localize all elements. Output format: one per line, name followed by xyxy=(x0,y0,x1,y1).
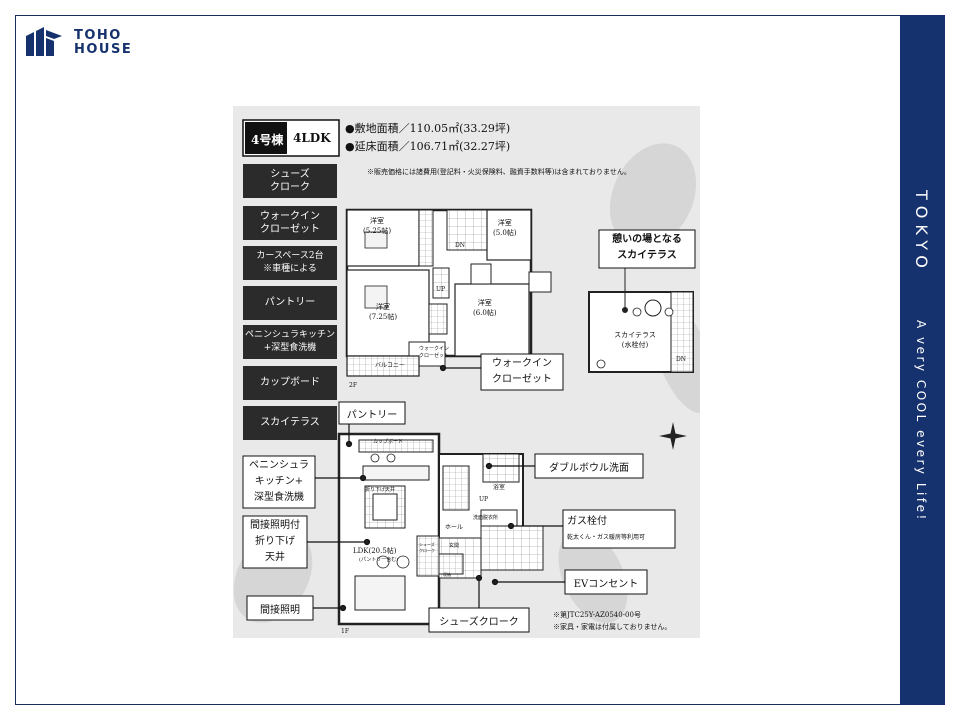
callout-gas: ガス栓付 xyxy=(567,516,607,527)
site-area: ●敷地面積／110.05㎡(33.29坪) xyxy=(345,122,511,135)
stairs-dn-2f: DN xyxy=(455,242,466,249)
feature-boxes xyxy=(243,164,337,440)
shoes-closet-1f: シューズ クローク xyxy=(419,542,435,553)
floor2-plan xyxy=(345,208,552,377)
callout-boxes xyxy=(242,229,696,633)
callout-kitchen: ペニンシュラ キッチン+ 深型食洗機 xyxy=(249,460,309,503)
logo-line2: HOUSE xyxy=(74,42,133,57)
callout-indirect: 間接照明 xyxy=(260,605,300,616)
dressing-label: 洗面脱衣所 xyxy=(473,515,499,521)
skyterrace-label: スカイテラス (水栓付) xyxy=(614,331,656,349)
price-note: ※販売価格には諸費用(登記料・火災保険料、融資手数料等)は含まれておりません。 xyxy=(367,168,631,176)
feature-skyterrace: スカイテラス xyxy=(260,417,320,428)
floor-plan: 4号棟 4LDK ●敷地面積／110.05㎡(33.29坪) ●延床面積／106… xyxy=(233,106,700,638)
sidebar xyxy=(900,15,945,705)
ldk-sub-label: (パントリー含む) xyxy=(359,557,399,563)
sidebar-tagline: A very COOL every Life! xyxy=(914,320,928,522)
logo-mark-icon xyxy=(26,27,62,56)
entrance-label: 玄関 xyxy=(449,543,460,549)
callout-indirect-ceiling: 間接照明付 折り下げ 天井 xyxy=(250,520,300,563)
feature-shoes-closet: シューズ クローク xyxy=(270,169,310,193)
callout-double-bowl: ダブルボウル洗面 xyxy=(549,463,629,474)
ldk-label: LDK(20.5帖) xyxy=(353,547,397,555)
feature-pantry: パントリー xyxy=(264,297,316,308)
walkin-closet-2f: ウォークイン クローゼット xyxy=(419,346,450,359)
floor2-label: 2F xyxy=(349,382,357,389)
callout-ev: EVコンセント xyxy=(573,579,639,590)
layout-type: 4LDK xyxy=(293,131,331,145)
logo-line1: TOHO xyxy=(74,28,122,43)
callout-gas-note: 乾太くん・ガス暖房等利用可 xyxy=(567,534,646,541)
skyterrace-dn: DN xyxy=(676,356,687,363)
stairs-up-2f: UP xyxy=(436,286,446,293)
footnote-1: ※第JTC25Y-AZ0540-00号 xyxy=(553,611,641,619)
callout-leaders xyxy=(307,364,565,612)
lot-badge xyxy=(242,119,340,157)
feature-walkin-closet: ウォークイン クローゼット xyxy=(260,211,320,235)
sidebar-city: TOKYO xyxy=(912,190,931,274)
room-2f-4: 洋室 (6.0帖) xyxy=(473,299,497,317)
feature-peninsula-kitchen: ペニンシュラキッチン +深型食洗機 xyxy=(244,330,335,353)
skyterrace-plan xyxy=(588,256,694,373)
room-2f-1: 洋室 (5.25帖) xyxy=(363,217,392,235)
floor1-plan xyxy=(337,432,544,626)
floor1-label: 1F xyxy=(341,628,349,635)
feature-cupboard: カップボード xyxy=(260,377,320,388)
stairs-up-1f: UP xyxy=(479,496,489,503)
footnote-2: ※家具・家電は付属しておりません。 xyxy=(553,623,672,631)
lot-number: 4号棟 xyxy=(251,133,284,147)
callout-pantry: パントリー xyxy=(346,410,398,421)
floor-plan-drawing xyxy=(233,106,700,638)
floor-area: ●延床面積／106.71㎡(32.27坪) xyxy=(345,140,511,153)
toho-house-logo: TOHO HOUSE xyxy=(24,26,154,62)
ceiling-label: 折り下げ天井 xyxy=(365,487,396,493)
hall-label: ホール xyxy=(445,524,464,531)
room-2f-3: 洋室 (7.25帖) xyxy=(369,303,398,321)
room-2f-2: 洋室 (5.0帖) xyxy=(493,219,517,237)
skyterrace-title: 憩いの場となる スカイテラス xyxy=(612,234,682,261)
storage-label: 収納 xyxy=(443,572,451,577)
feature-car-space: カースペース2台 ※車種による xyxy=(256,251,324,274)
callout-shoes: シューズクローク xyxy=(439,617,519,628)
compass-icon xyxy=(659,422,687,450)
callout-walkin: ウォークイン クローゼット xyxy=(492,358,552,385)
cupboard-label: カップボード xyxy=(373,439,404,445)
bath-label: 浴室 xyxy=(493,484,506,491)
balcony-label: バルコニー xyxy=(375,362,405,369)
